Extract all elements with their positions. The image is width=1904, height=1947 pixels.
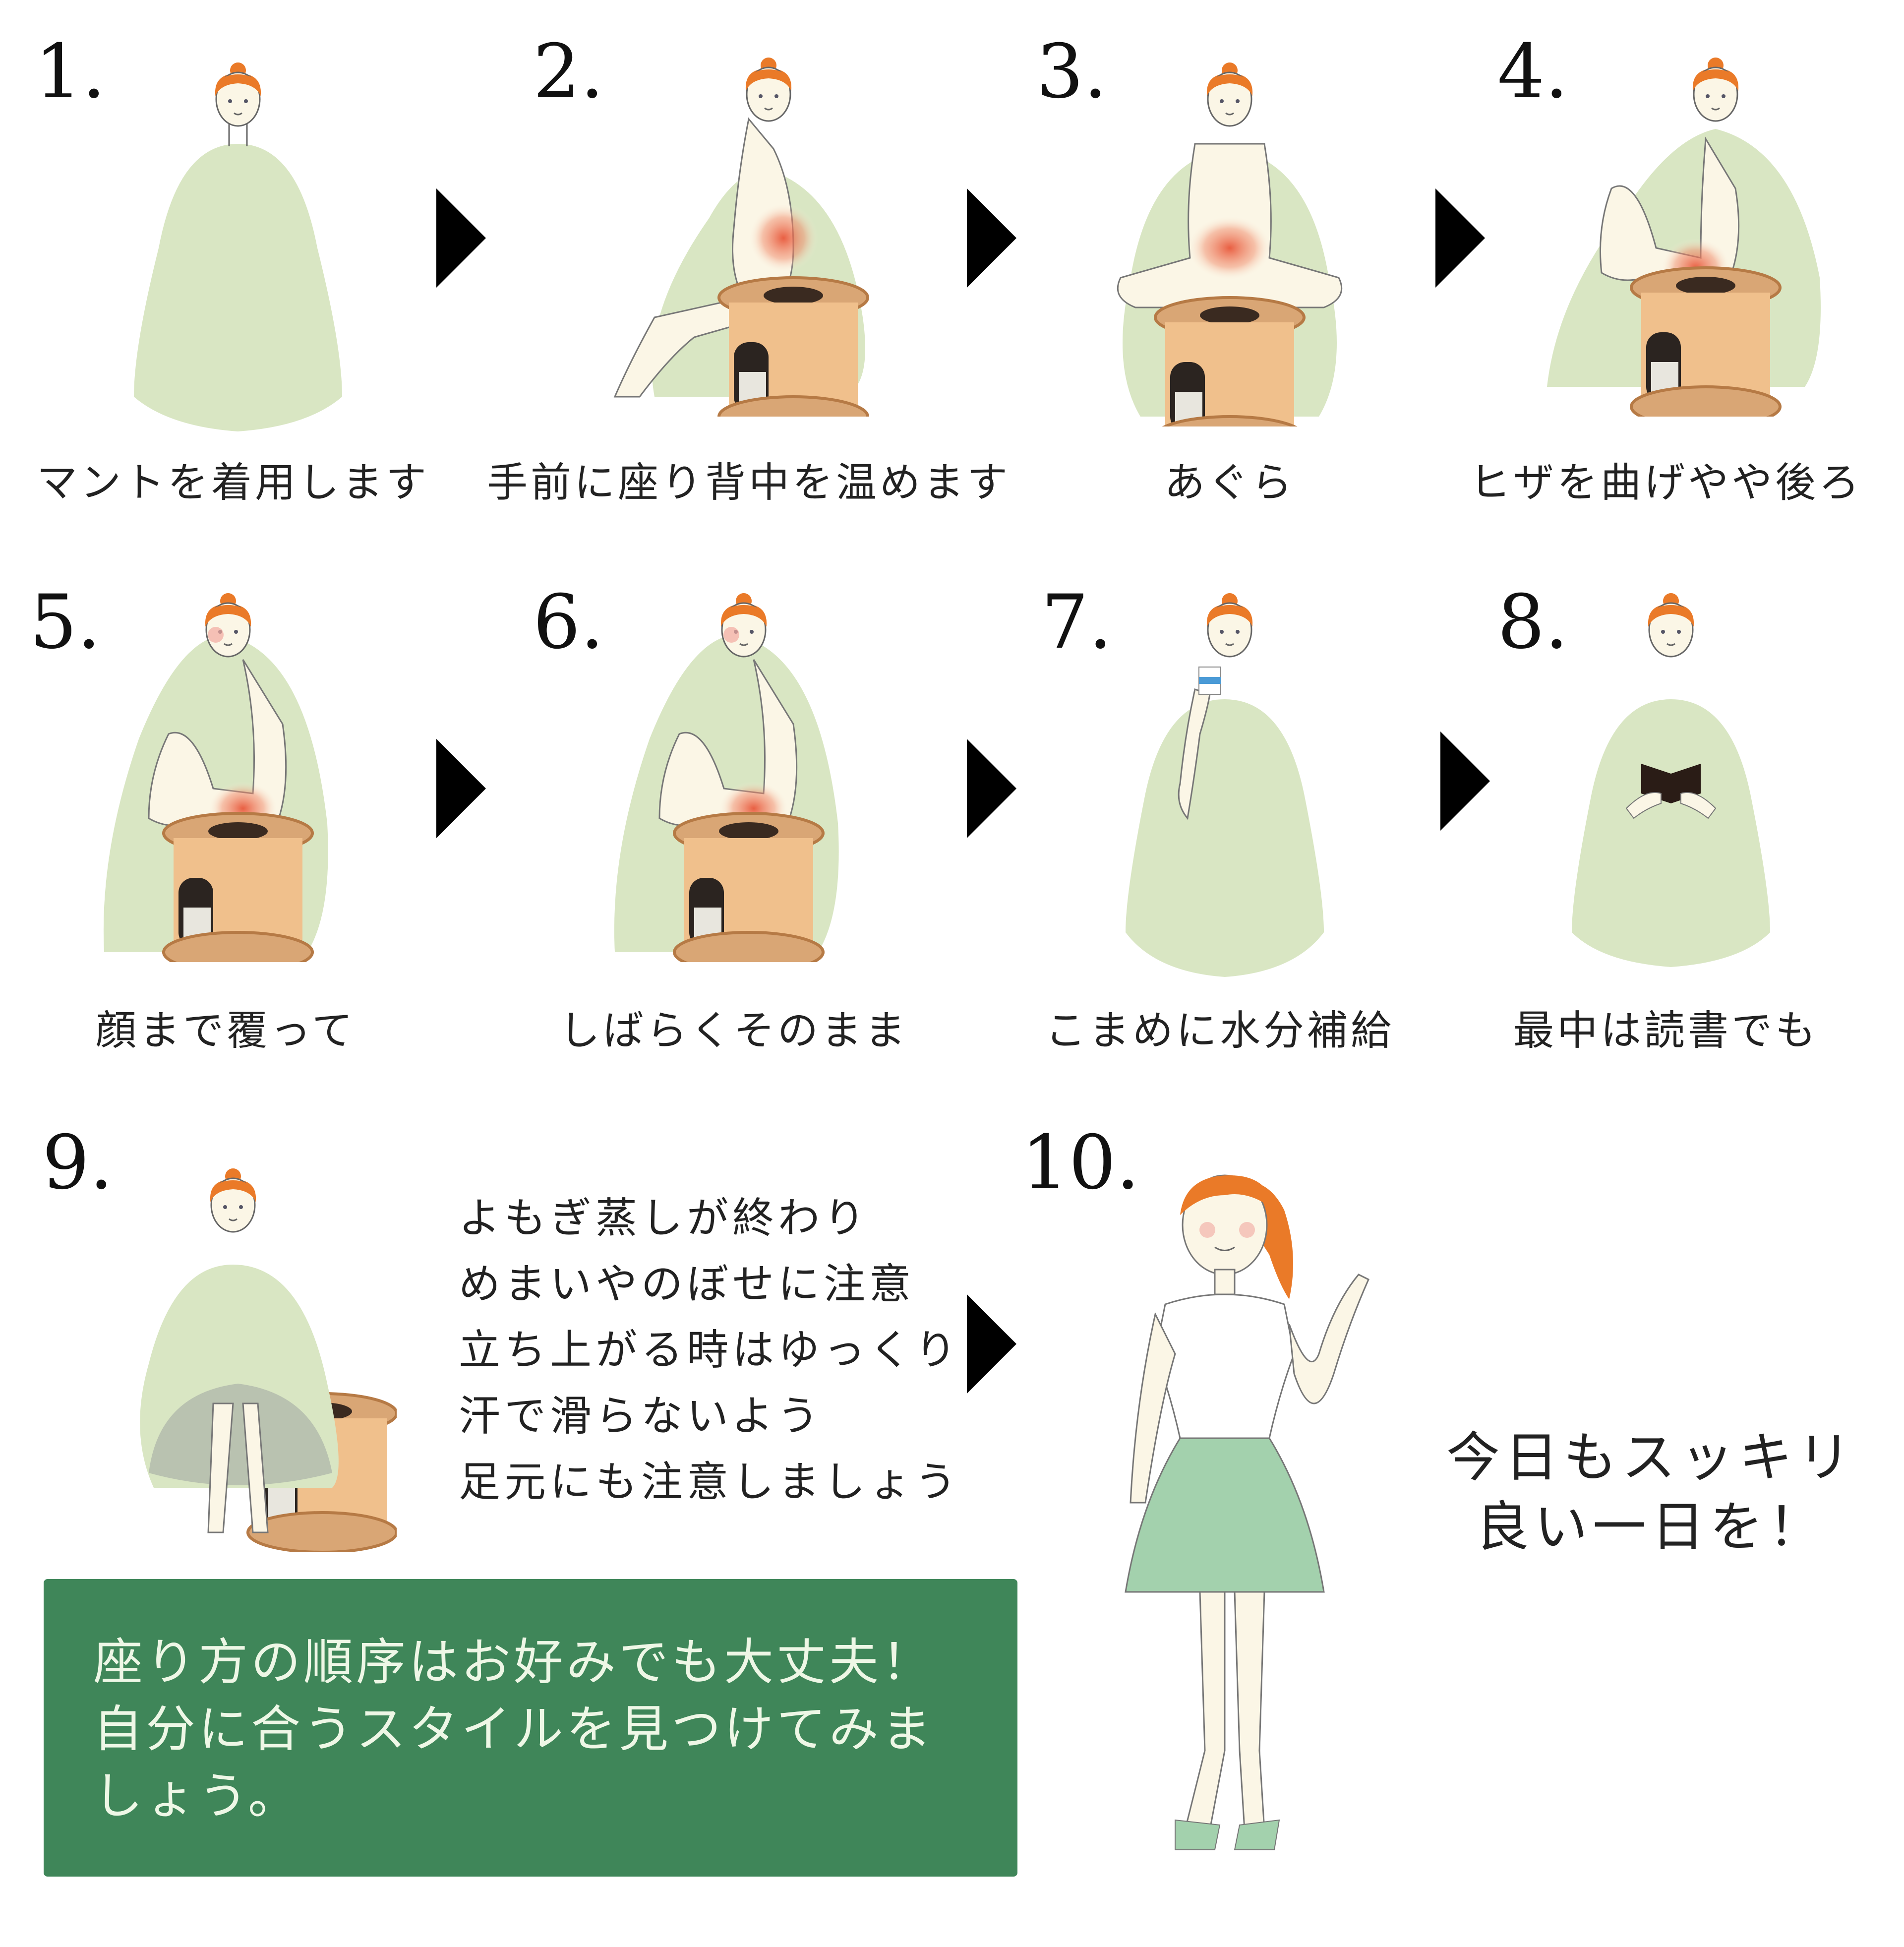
step-10-illustration: [1125, 1174, 1369, 1850]
step-number: 2.: [533, 29, 604, 115]
step-number: 3.: [1036, 29, 1108, 115]
step-1-illustration: [134, 61, 342, 431]
next-arrow-icon: [1435, 188, 1485, 288]
note-line: 立ち上がる時はゆっくり: [459, 1326, 961, 1374]
tip-line: 自分に合うスタイルを見つけてみま: [93, 1700, 934, 1758]
step-caption: ヒザを曲げやや後ろ: [1469, 459, 1862, 506]
step-number: 6.: [533, 579, 604, 666]
step-caption: 顔まで覆って: [96, 1007, 356, 1054]
step-8-illustration: [1572, 592, 1770, 967]
step-number: 5.: [30, 579, 101, 666]
note-line: 汗で滑らないよう: [459, 1392, 823, 1440]
step-caption: こまめに水分補給: [1045, 1007, 1394, 1054]
note-line: よもぎ蒸しが終わり: [459, 1194, 870, 1242]
step-9-illustration: [140, 1167, 397, 1552]
closing-message: 今日もスッキリ 良い一日を！: [1433, 1423, 1869, 1562]
step-number: 8.: [1497, 579, 1569, 666]
note-line: 足元にも注意しましょう: [459, 1458, 961, 1506]
closing-line: 今日もスッキリ: [1446, 1427, 1856, 1489]
next-arrow-icon: [436, 739, 486, 838]
note-line: めまいやのぼせに注意: [459, 1260, 915, 1308]
step-number: 4.: [1497, 29, 1569, 115]
step-number: 7.: [1041, 579, 1113, 666]
next-arrow-icon: [967, 188, 1016, 288]
closing-line: 良い一日を！: [1475, 1496, 1827, 1558]
next-arrow-icon: [436, 188, 486, 288]
step-6-illustration: [614, 592, 839, 962]
step-caption: あぐら: [1164, 459, 1295, 506]
step-caption: 手前に座り背中を温めます: [486, 459, 1011, 506]
next-arrow-icon: [967, 739, 1016, 838]
step-number: 9.: [42, 1120, 114, 1206]
tip-box: 座り方の順序はお好みでも大丈夫！ 自分に合うスタイルを見つけてみま しょう。: [44, 1579, 1017, 1877]
step-4-illustration: [1547, 57, 1821, 417]
next-arrow-icon: [967, 1294, 1016, 1394]
tip-line: 座り方の順序はお好みでも大丈夫！: [93, 1633, 934, 1691]
step-number: 10.: [1021, 1120, 1140, 1206]
next-arrow-icon: [1440, 731, 1490, 831]
step-9-notes: よもぎ蒸しが終わり めまいやのぼせに注意 立ち上がる時はゆっくり 汗で滑らないよ…: [459, 1185, 960, 1515]
step-number: 1.: [35, 29, 106, 115]
step-3-illustration: [1117, 61, 1343, 426]
step-5-illustration: [103, 592, 328, 962]
step-7-illustration: [1126, 592, 1324, 977]
step-caption: しばらくそのまま: [559, 1007, 908, 1054]
tip-line: しょう。: [93, 1767, 300, 1825]
step-2-illustration: [613, 57, 883, 417]
step-caption: マントを着用します: [36, 459, 429, 506]
step-caption: 最中は読書でも: [1513, 1007, 1819, 1054]
